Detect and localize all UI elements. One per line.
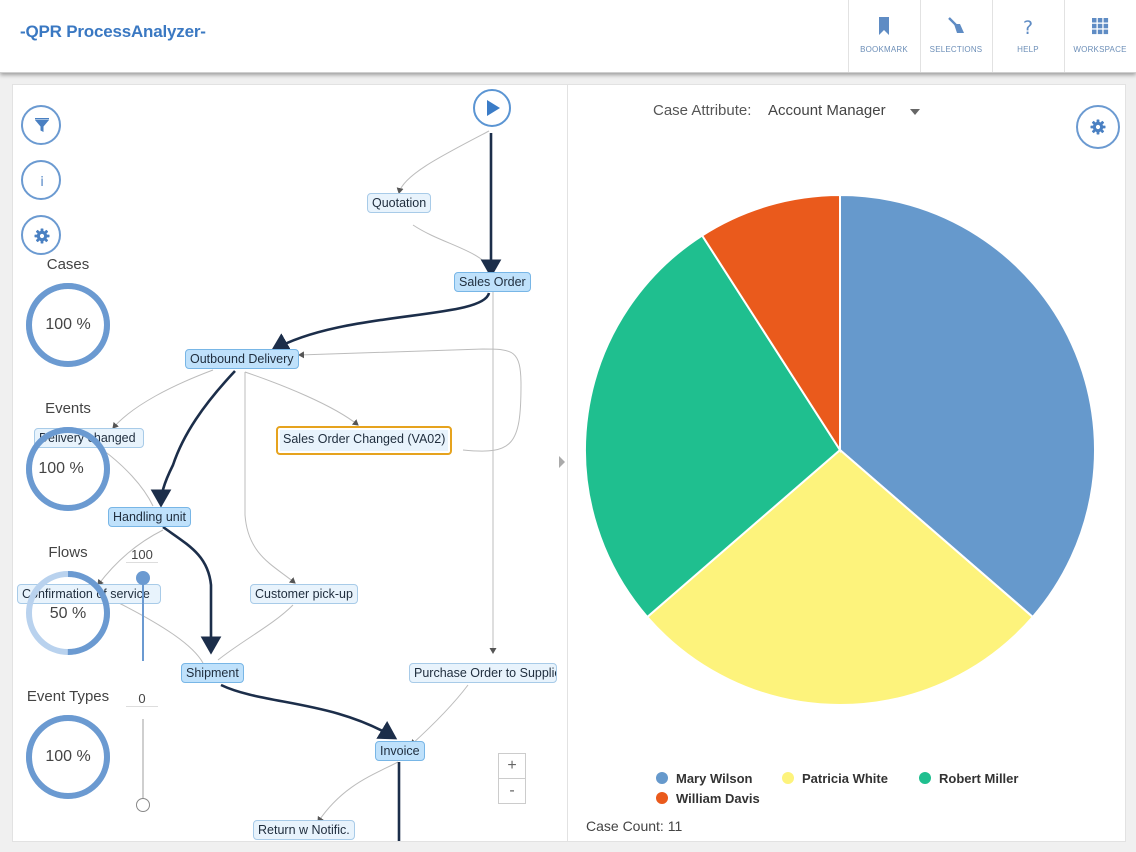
chart-settings-button[interactable] — [1076, 105, 1120, 149]
flows-gauge — [26, 571, 110, 655]
case-attribute-label: Case Attribute: — [653, 102, 752, 119]
node-shipment[interactable]: Shipment — [181, 663, 244, 683]
filter-icon — [35, 118, 49, 132]
legend-label: William Davis — [676, 791, 760, 806]
broom-icon — [948, 17, 964, 33]
cases-gauge-label: Cases — [46, 256, 90, 273]
pie-slice-william-davis[interactable] — [700, 193, 841, 454]
legend-swatch — [656, 792, 668, 804]
pie-slice-patricia-white[interactable] — [645, 448, 1035, 706]
event-types-slider-handle[interactable] — [136, 798, 150, 812]
cases-gauge — [26, 283, 110, 367]
workspace-label: WORKSPACE — [1073, 45, 1127, 54]
gear-icon — [34, 228, 50, 244]
event-types-gauge-label: Event Types — [26, 688, 110, 705]
node-sales-order[interactable]: Sales Order — [454, 272, 531, 292]
flows-gauge-label: Flows — [48, 544, 88, 561]
node-return-notific[interactable]: Return w Notific. — [253, 820, 355, 840]
legend-swatch — [656, 772, 668, 784]
help-icon: ? — [1023, 17, 1033, 38]
event-types-slider-value[interactable]: 0 — [126, 691, 158, 707]
chart-panel: Case Attribute: Account Manager Mary Wil… — [567, 84, 1126, 842]
process-map-edges — [97, 130, 522, 841]
case-count-label: Case Count: — [586, 818, 664, 834]
bookmark-label: BOOKMARK — [860, 45, 908, 54]
pie-chart — [584, 193, 1096, 706]
help-button[interactable]: ? HELP — [992, 0, 1063, 72]
node-sales-order-changed[interactable]: Sales Order Changed (VA02) — [276, 426, 453, 455]
legend-label: Robert Miller — [939, 771, 1019, 786]
info-icon: i — [40, 175, 44, 190]
start-node-button[interactable] — [473, 89, 511, 127]
selections-button[interactable]: SELECTIONS — [920, 0, 991, 72]
collapse-panel-icon[interactable] — [557, 455, 567, 469]
legend-item[interactable]: Robert Miller — [919, 771, 1018, 786]
cases-gauge-value: 100 % — [45, 316, 91, 333]
case-attribute-select[interactable]: Account Manager — [768, 102, 886, 119]
legend-label: Mary Wilson — [676, 771, 753, 786]
play-icon — [487, 100, 500, 116]
events-gauge-value: 100 % — [38, 460, 84, 477]
flows-slider-handle[interactable] — [136, 571, 150, 585]
process-map-panel: Quotation Sales Order Outbound Delivery … — [12, 84, 568, 842]
pie-slice-mary-wilson[interactable] — [839, 193, 1096, 619]
flows-slider-track[interactable] — [142, 577, 144, 661]
selections-label: SELECTIONS — [929, 45, 983, 54]
svg-text:?: ? — [1023, 17, 1033, 38]
legend-item[interactable]: Mary Wilson — [656, 771, 752, 786]
node-invoice[interactable]: Invoice — [375, 741, 425, 761]
node-outbound-delivery[interactable]: Outbound Delivery — [185, 349, 299, 369]
zoom-out-button[interactable]: - — [498, 778, 526, 804]
bookmark-icon — [879, 17, 889, 35]
case-count-value: 11 — [667, 818, 683, 834]
settings-button[interactable] — [21, 215, 61, 255]
event-types-gauge — [26, 715, 110, 799]
flows-gauge-value: 50 % — [49, 605, 87, 622]
top-header: -QPR ProcessAnalyzer- BOOKMARK SELECTION… — [0, 0, 1136, 73]
node-purchase-order[interactable]: Purchase Order to Supplier — [409, 663, 557, 683]
bookmark-button[interactable]: BOOKMARK — [848, 0, 919, 72]
legend-item[interactable]: William Davis — [656, 791, 760, 806]
zoom-in-button[interactable]: + — [498, 753, 526, 779]
event-types-slider-track[interactable] — [142, 719, 144, 803]
node-quotation[interactable]: Quotation — [367, 193, 432, 213]
node-customer-pickup[interactable]: Customer pick-up — [250, 584, 358, 604]
case-count: Case Count: 11 — [586, 818, 682, 834]
chevron-down-icon[interactable] — [909, 108, 921, 116]
svg-text:i: i — [40, 175, 44, 190]
legend-label: Patricia White — [802, 771, 888, 786]
node-confirmation-of-service[interactable]: Confirmation of service — [17, 584, 161, 604]
legend-swatch — [919, 772, 931, 784]
app-title: -QPR ProcessAnalyzer- — [20, 22, 206, 41]
info-button[interactable]: i — [21, 160, 61, 200]
filter-button[interactable] — [21, 105, 61, 145]
flows-slider-value[interactable]: 100 — [126, 547, 158, 563]
pie-slice-robert-miller[interactable] — [584, 234, 842, 619]
workspace-button[interactable]: WORKSPACE — [1064, 0, 1135, 72]
grid-icon — [1092, 18, 1109, 35]
gear-icon — [1090, 119, 1106, 135]
legend-swatch — [782, 772, 794, 784]
legend-item[interactable]: Patricia White — [782, 771, 888, 786]
events-gauge-label: Events — [45, 400, 91, 417]
events-gauge — [26, 427, 110, 511]
help-label: HELP — [1017, 45, 1039, 54]
node-handling-unit[interactable]: Handling unit — [108, 507, 191, 527]
event-types-gauge-value: 100 % — [45, 748, 91, 765]
